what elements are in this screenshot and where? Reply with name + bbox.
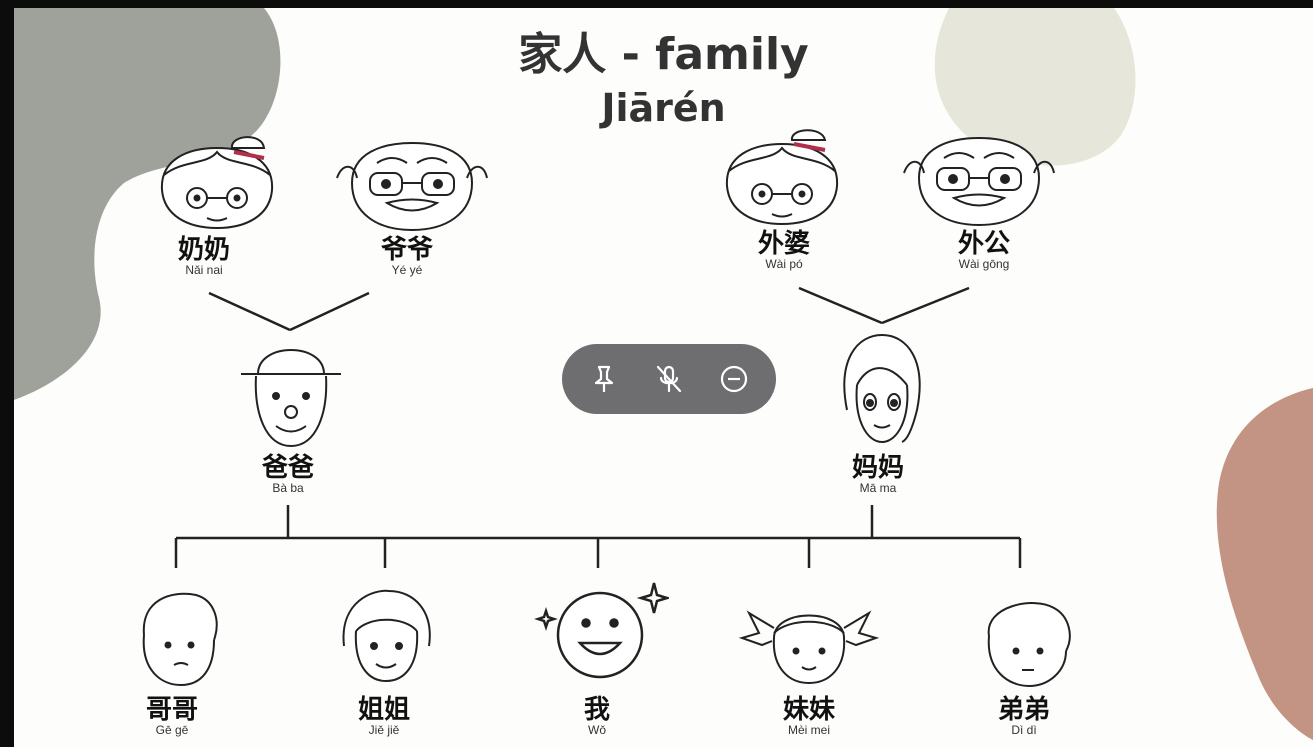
jiejie-pinyin: Jiě jiě (368, 723, 400, 737)
meimei-face (738, 610, 880, 685)
family-tree-lines (174, 286, 1022, 568)
baba-chinese: 爸爸 (261, 453, 314, 483)
mama-pinyin: Mā ma (859, 481, 897, 495)
didi-chinese: 弟弟 (997, 695, 1050, 725)
mama-face (843, 333, 921, 444)
waigong-label: 外公 Wài gōng (924, 230, 1044, 271)
slide-subtitle: Jiārén (601, 86, 726, 130)
slide-canvas: 家人 - family Jiārén (14, 8, 1313, 747)
gege-face (142, 592, 218, 687)
pin-button[interactable] (580, 355, 628, 403)
waipo-chinese: 外婆 (757, 229, 810, 259)
meimei-label: 妹妹 Mèi mei (764, 696, 854, 737)
pin-icon (595, 365, 614, 392)
rose-blob (1216, 388, 1313, 740)
gege-pinyin: Gē gē (155, 723, 189, 737)
waipo-pinyin: Wài pó (765, 257, 803, 271)
jiejie-label: 姐姐 Jiě jiě (339, 696, 429, 737)
wo-face (534, 582, 669, 679)
waigong-face (903, 136, 1055, 227)
yeye-face (336, 141, 488, 232)
mic-off-icon (656, 365, 682, 393)
gray-blob (14, 8, 281, 400)
gege-label: 哥哥 Gē gē (127, 696, 217, 737)
waigong-pinyin: Wài gōng (958, 257, 1010, 271)
meimei-pinyin: Mèi mei (787, 723, 830, 737)
baba-label: 爸爸 Bà ba (238, 454, 338, 495)
meimei-chinese: 妹妹 (782, 695, 835, 725)
gege-chinese: 哥哥 (145, 695, 198, 725)
waigong-chinese: 外公 (957, 229, 1010, 259)
jiejie-chinese: 姐姐 (357, 695, 410, 725)
cream-blob (934, 8, 1136, 166)
didi-pinyin: Dì dì (1011, 723, 1037, 737)
nainai-face (160, 136, 274, 230)
baba-pinyin: Bà ba (272, 481, 304, 495)
slide-title: 家人 - family (518, 29, 809, 80)
nainai-chinese: 奶奶 (177, 235, 230, 265)
wo-chinese: 我 (583, 695, 610, 725)
wo-label: 我 Wǒ (552, 696, 642, 737)
wo-pinyin: Wǒ (588, 723, 606, 737)
mama-chinese: 妈妈 (851, 453, 904, 483)
yeye-pinyin: Yé yé (391, 263, 423, 277)
floating-toolbar (562, 344, 776, 414)
mama-label: 妈妈 Mā ma (828, 454, 928, 495)
didi-face (987, 602, 1071, 688)
yeye-chinese: 爷爷 (380, 235, 433, 265)
nainai-label: 奶奶 Nǎi nai (154, 236, 254, 277)
baba-face (241, 349, 341, 448)
didi-label: 弟弟 Dì dì (979, 696, 1069, 737)
mute-button[interactable] (645, 355, 693, 403)
nainai-pinyin: Nǎi nai (185, 263, 223, 277)
jiejie-face (342, 589, 431, 683)
minimize-icon (720, 365, 747, 393)
yeye-label: 爷爷 Yé yé (357, 236, 457, 277)
minimize-button[interactable] (710, 355, 758, 403)
waipo-face (725, 129, 839, 226)
waipo-label: 外婆 Wài pó (734, 230, 834, 271)
